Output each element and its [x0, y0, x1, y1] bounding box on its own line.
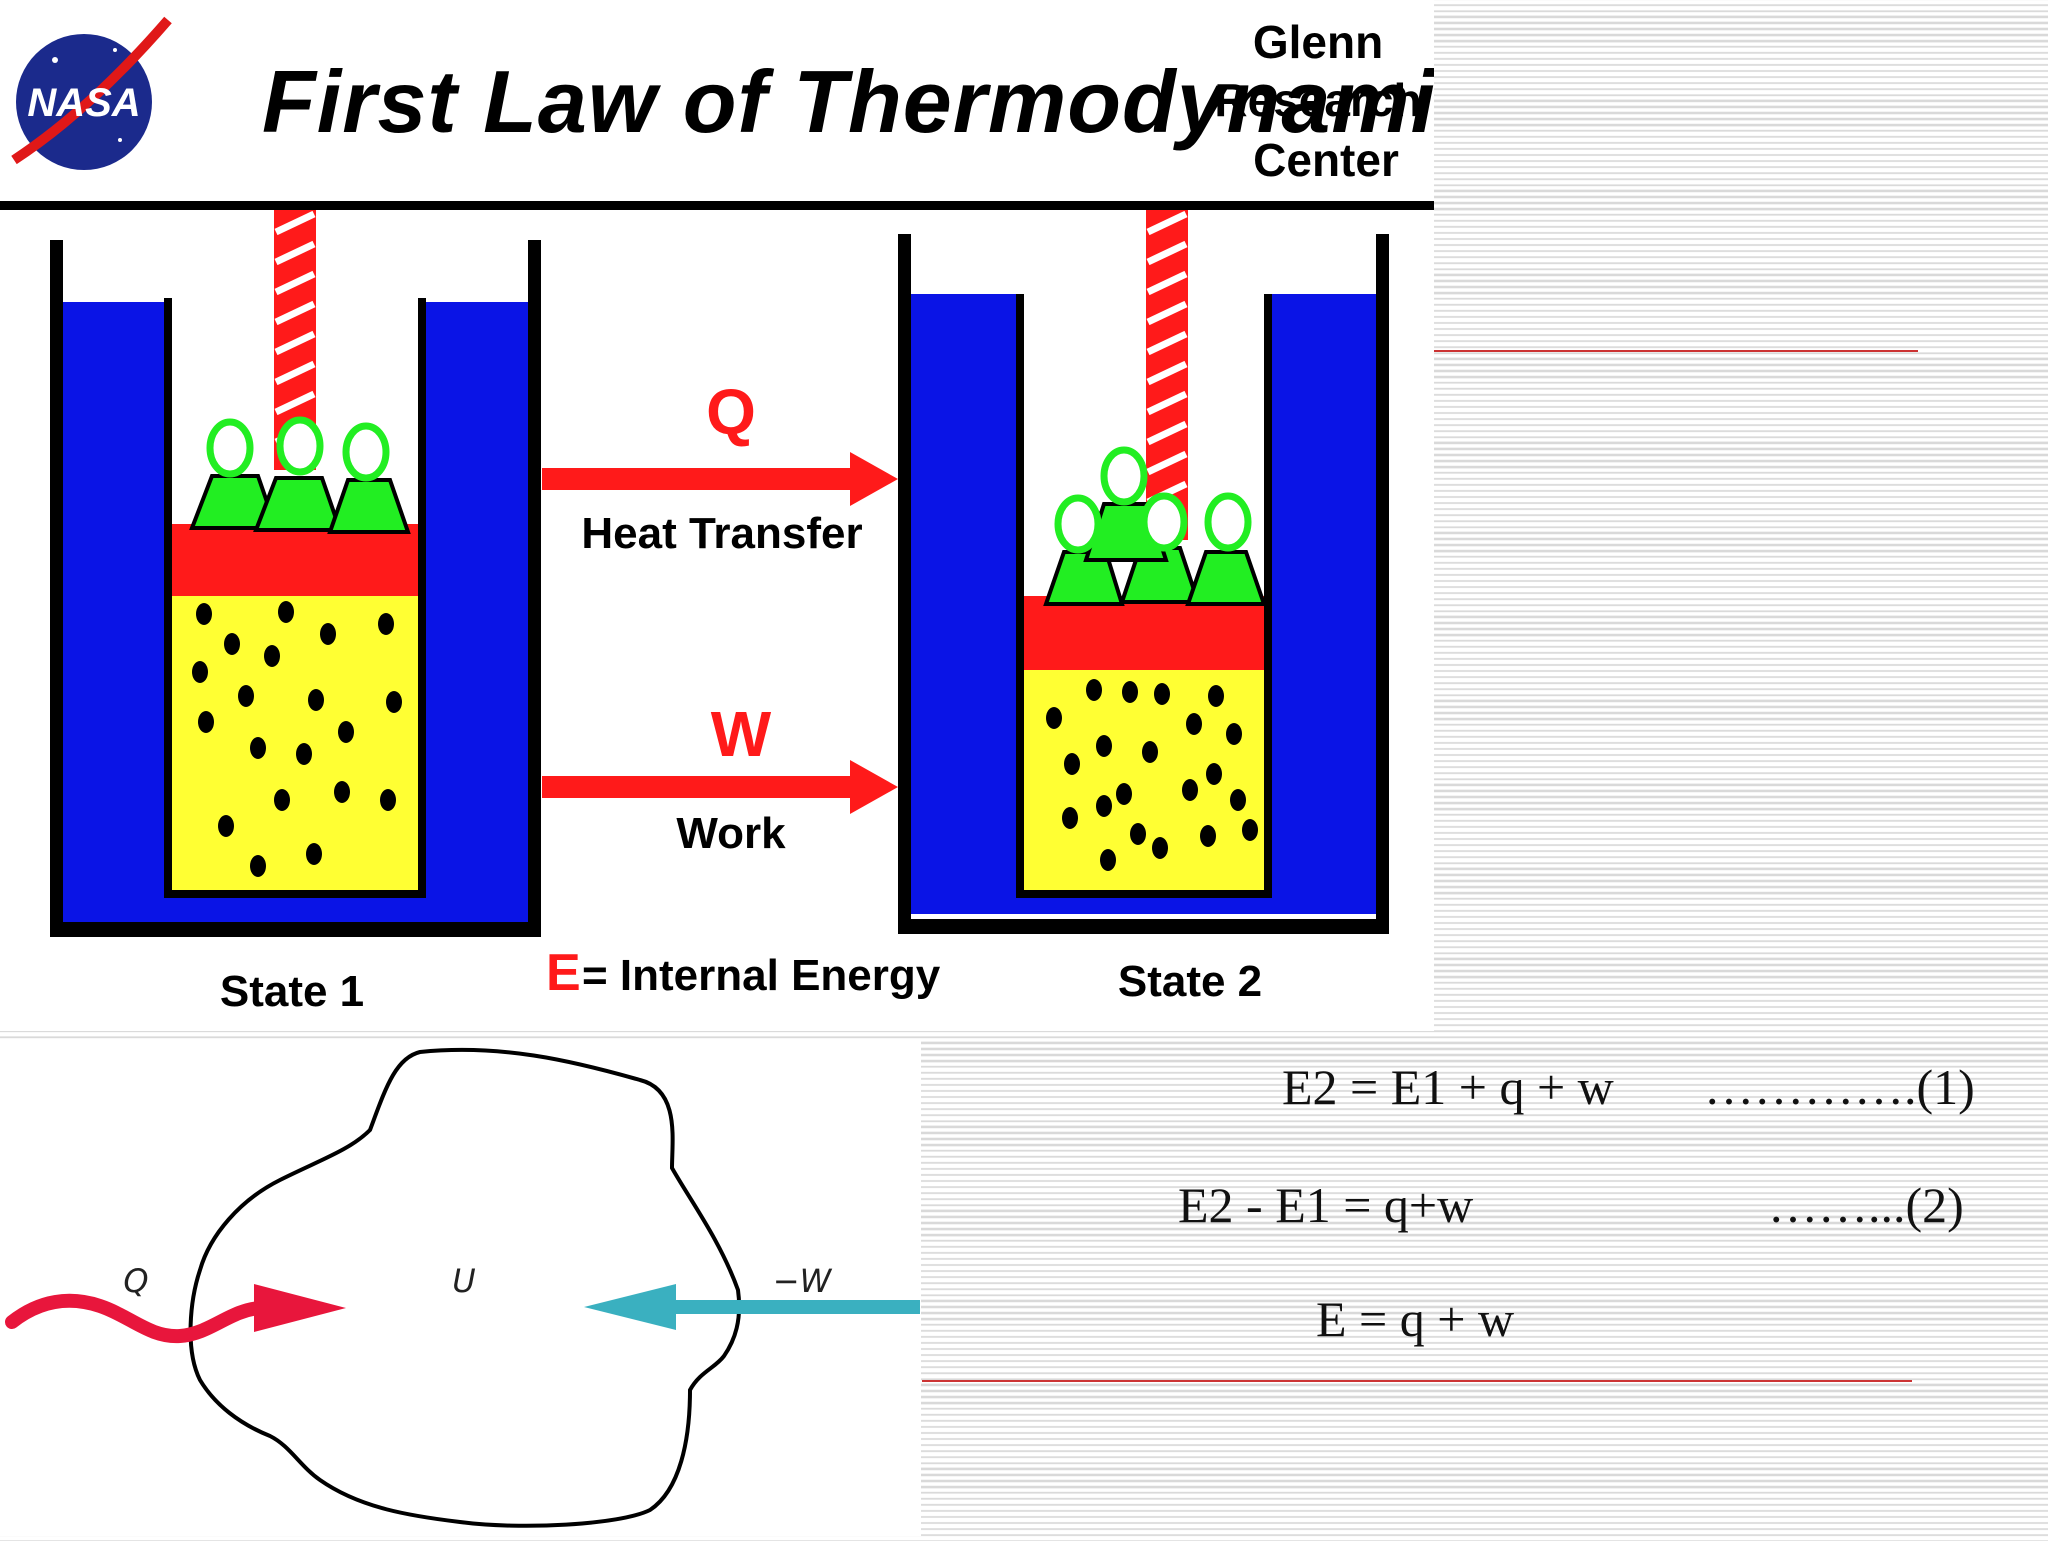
nasa-logo-text: NASA — [27, 81, 140, 125]
state1-label: State 1 — [220, 967, 364, 1016]
center-line-1: Glenn — [1253, 16, 1383, 68]
weights-state1 — [189, 474, 411, 534]
state2-label: State 2 — [1118, 957, 1262, 1006]
gas-state2 — [1024, 670, 1264, 890]
divider-line-upper — [1434, 350, 1918, 352]
work-symbol: W — [711, 698, 772, 770]
equation-2: E2 - E1 = q+w — [1178, 1177, 1474, 1233]
piston-state2 — [1024, 596, 1264, 670]
header-divider — [0, 201, 1434, 210]
state2-cylinder — [898, 210, 1389, 934]
work-symbol-w: −W — [773, 1262, 833, 1300]
weights-state2 — [1043, 502, 1267, 606]
energy-label: = Internal Energy — [582, 951, 941, 1000]
page-title: First Law of Thermodynamics — [262, 52, 1434, 151]
system-boundary — [188, 1047, 742, 1528]
heat-input-arrow — [5, 1293, 267, 1344]
heat-symbol-q: Q — [123, 1262, 148, 1300]
equation-1-ref: ………….(1) — [1704, 1059, 1975, 1115]
equation-1: E2 = E1 + q + w — [1282, 1059, 1614, 1115]
work-label: Work — [676, 809, 786, 858]
thermo-figure-panel: NASA First Law of Thermodynamics Glenn R… — [0, 0, 1535, 1031]
equation-3: E = q + w — [1316, 1291, 1515, 1347]
system-boundary-panel: Q U −W — [0, 1040, 921, 1536]
center-line-3: Center — [1253, 134, 1399, 186]
state1-cylinder — [50, 210, 541, 937]
equation-2-ref: ……...(2) — [1768, 1177, 1964, 1233]
energy-symbol: E — [546, 944, 581, 1002]
piston-state1 — [172, 524, 418, 596]
heat-symbol: Q — [706, 376, 756, 448]
work-arrow — [542, 760, 898, 814]
molecules-state1 — [192, 601, 402, 877]
nasa-logo: NASA — [11, 16, 172, 170]
heat-arrow — [542, 452, 898, 506]
divider-line-lower — [922, 1380, 1912, 1382]
center-line-2: Research — [1214, 74, 1421, 126]
work-arrow-bottom — [584, 1284, 920, 1330]
heat-label: Heat Transfer — [581, 509, 862, 558]
energy-symbol-u: U — [452, 1262, 475, 1300]
gas-state1 — [172, 596, 418, 890]
molecules-state2 — [1046, 679, 1258, 871]
